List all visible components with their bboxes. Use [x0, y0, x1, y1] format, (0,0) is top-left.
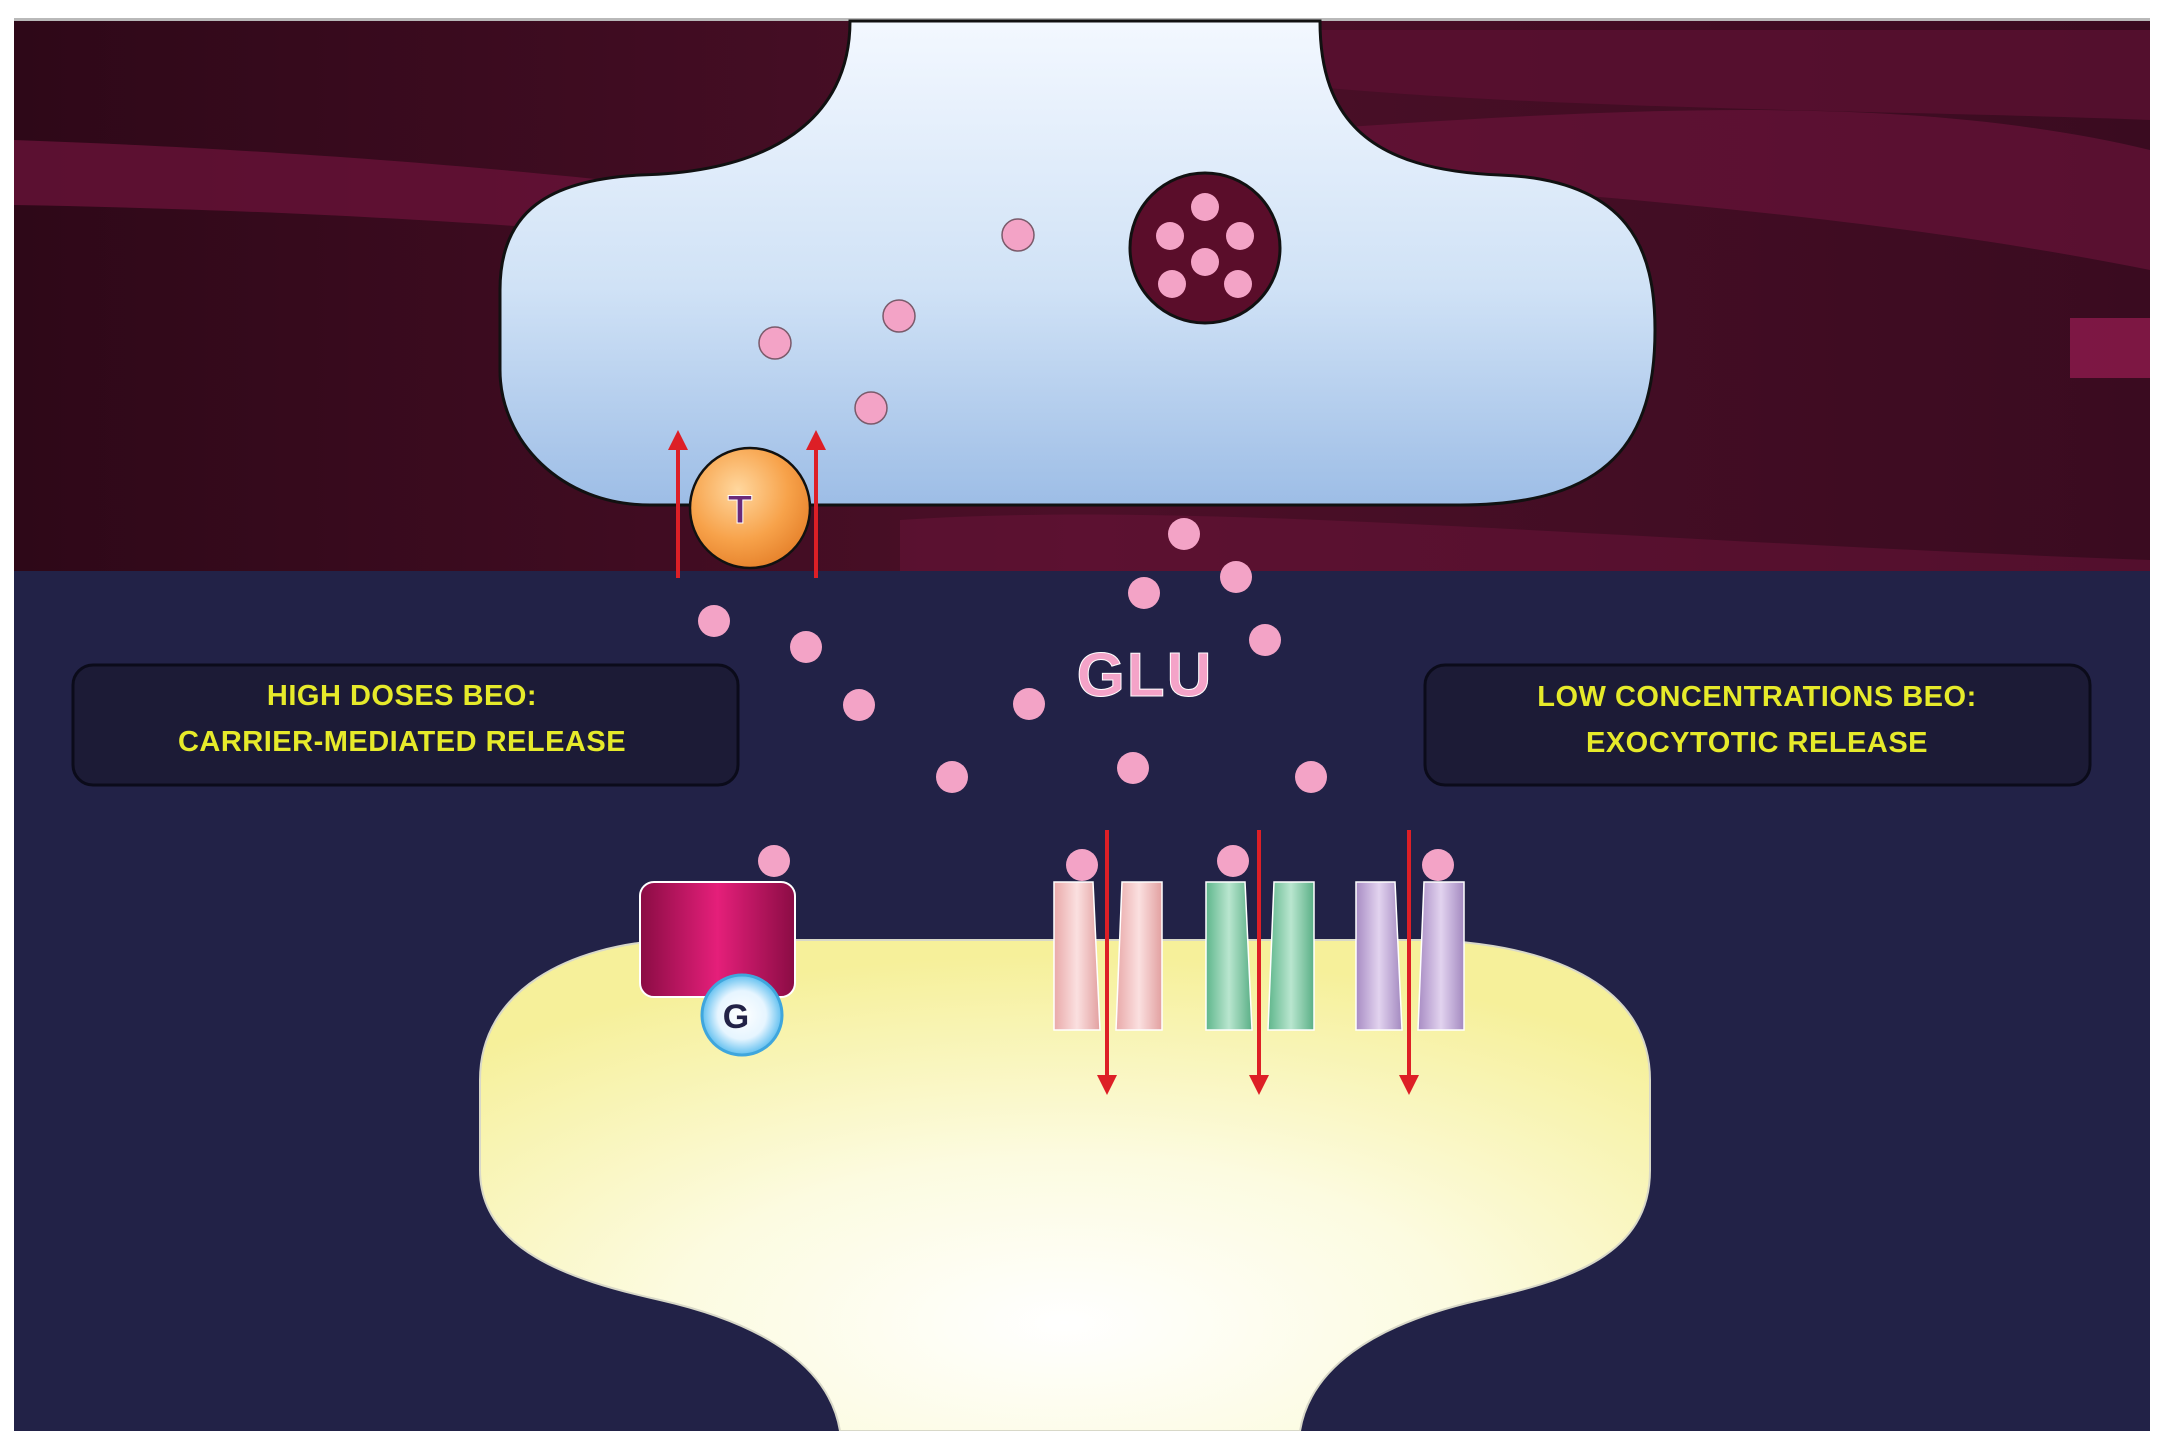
gprotein-circle	[700, 973, 784, 1057]
ribbon-top-right	[1250, 30, 2150, 120]
presynaptic-terminal	[498, 19, 1657, 507]
low-concentrations-title: LOW CONCENTRATIONS BEO:	[1537, 681, 1977, 713]
carrier-mediated-text: CARRIER-MEDIATED RELEASE	[178, 726, 626, 758]
ion-channel-1	[1053, 881, 1163, 1031]
ion-channel-2	[1205, 881, 1315, 1031]
transporter-letter: T	[728, 488, 752, 532]
ribbon-right	[1300, 110, 2150, 270]
label-box-low-concentrations: LOW CONCENTRATIONS BEO: EXOCYTOTIC RELEA…	[1423, 663, 2092, 787]
ribbon-tab	[2070, 318, 2150, 378]
bottom-margin	[0, 1431, 2164, 1446]
ion-channel-3	[1355, 881, 1465, 1031]
glutamate-cleft	[698, 518, 1454, 881]
synaptic-vesicle	[1128, 171, 1282, 325]
metabotropic-receptor: G	[639, 881, 796, 1057]
transporter: T	[668, 430, 826, 578]
ribbon-bottom	[900, 514, 2150, 571]
gprotein-letter: G	[723, 998, 749, 1036]
exocytotic-release-text: EXOCYTOTIC RELEASE	[1586, 727, 1928, 759]
glu-label: GLU	[1077, 641, 1214, 710]
high-doses-title: HIGH DOSES BEO:	[267, 680, 537, 712]
label-box-high-doses: HIGH DOSES BEO: CARRIER-MEDIATED RELEASE	[71, 663, 740, 787]
glutamate-intracellular	[758, 218, 1035, 425]
transporter-circle	[688, 446, 812, 570]
